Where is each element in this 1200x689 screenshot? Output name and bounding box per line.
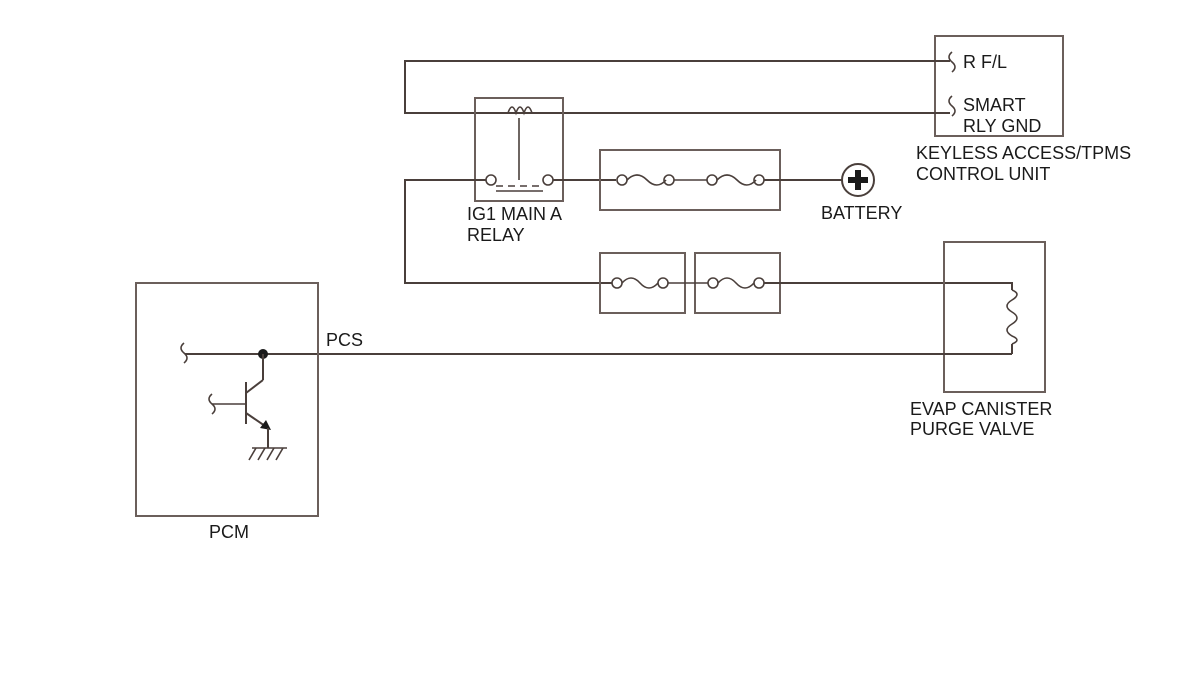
keyless-unit-name-line1: KEYLESS ACCESS/TPMS: [916, 143, 1131, 163]
wire-relay-to-fuses: [404, 179, 612, 284]
ig1-main-a-relay: IG1 MAIN A RELAY: [467, 97, 564, 245]
fuse-icon: [717, 277, 755, 289]
wire-fuse-to-purge-valve: [764, 282, 1013, 290]
upper-fuse-block: [599, 149, 781, 211]
ground-icon: [275, 447, 284, 461]
purge-valve-box: [943, 241, 1046, 393]
relay-contact-icon: [542, 174, 554, 186]
battery-label: BATTERY: [821, 203, 902, 223]
relay-contact-icon: [485, 174, 497, 186]
purge-valve-name-line2: PURGE VALVE: [910, 419, 1034, 439]
relay-name-line2: RELAY: [467, 225, 525, 245]
keyless-unit-box: [934, 35, 1064, 137]
battery: BATTERY: [821, 163, 902, 223]
ground-icon: [257, 447, 266, 461]
fuse-terminal-icon: [706, 174, 718, 186]
fuse-icon: [716, 174, 757, 186]
solenoid-coil-icon: [1006, 289, 1018, 345]
evap-purge-valve: EVAP CANISTER PURGE VALVE: [910, 241, 1052, 439]
connector-break-icon: [208, 393, 216, 415]
ground-icon: [248, 447, 257, 461]
emitter-arrow-icon: [260, 420, 271, 430]
fuse-terminal-icon: [616, 174, 628, 186]
connector-break-icon: [948, 51, 956, 73]
relay-box: [474, 97, 564, 202]
pin-label-pcs: PCS: [326, 330, 363, 350]
purge-valve-name-line1: EVAP CANISTER: [910, 399, 1052, 419]
transistor-collector: [245, 379, 264, 394]
fuse-terminal-icon: [611, 277, 623, 289]
wire-rfl-loop: [404, 60, 950, 114]
pin-label-smart: SMART: [963, 95, 1026, 115]
relay-coil-icon: [507, 106, 533, 116]
fuse-terminal-icon: [753, 277, 765, 289]
fuse-icon: [621, 277, 659, 289]
pin-label-rly-gnd: RLY GND: [963, 116, 1041, 136]
keyless-unit-name-line2: CONTROL UNIT: [916, 164, 1050, 184]
lower-fuse-block: [599, 252, 781, 314]
pin-label-rfl: R F/L: [963, 52, 1007, 72]
fuse-terminal-icon: [657, 277, 669, 289]
pcm: PCS PCM: [135, 282, 363, 542]
plus-terminal-icon: [848, 177, 868, 183]
connector-break-icon: [948, 95, 956, 117]
connector-break-icon: [180, 342, 188, 364]
pcm-box: [135, 282, 319, 517]
keyless-control-unit: R F/L SMART RLY GND KEYLESS ACCESS/TPMS …: [916, 35, 1131, 184]
pcm-label: PCM: [209, 522, 249, 542]
ground-icon: [266, 447, 275, 461]
fuse-icon: [626, 174, 667, 186]
fuse-terminal-icon: [707, 277, 719, 289]
relay-name-line1: IG1 MAIN A: [467, 204, 562, 224]
